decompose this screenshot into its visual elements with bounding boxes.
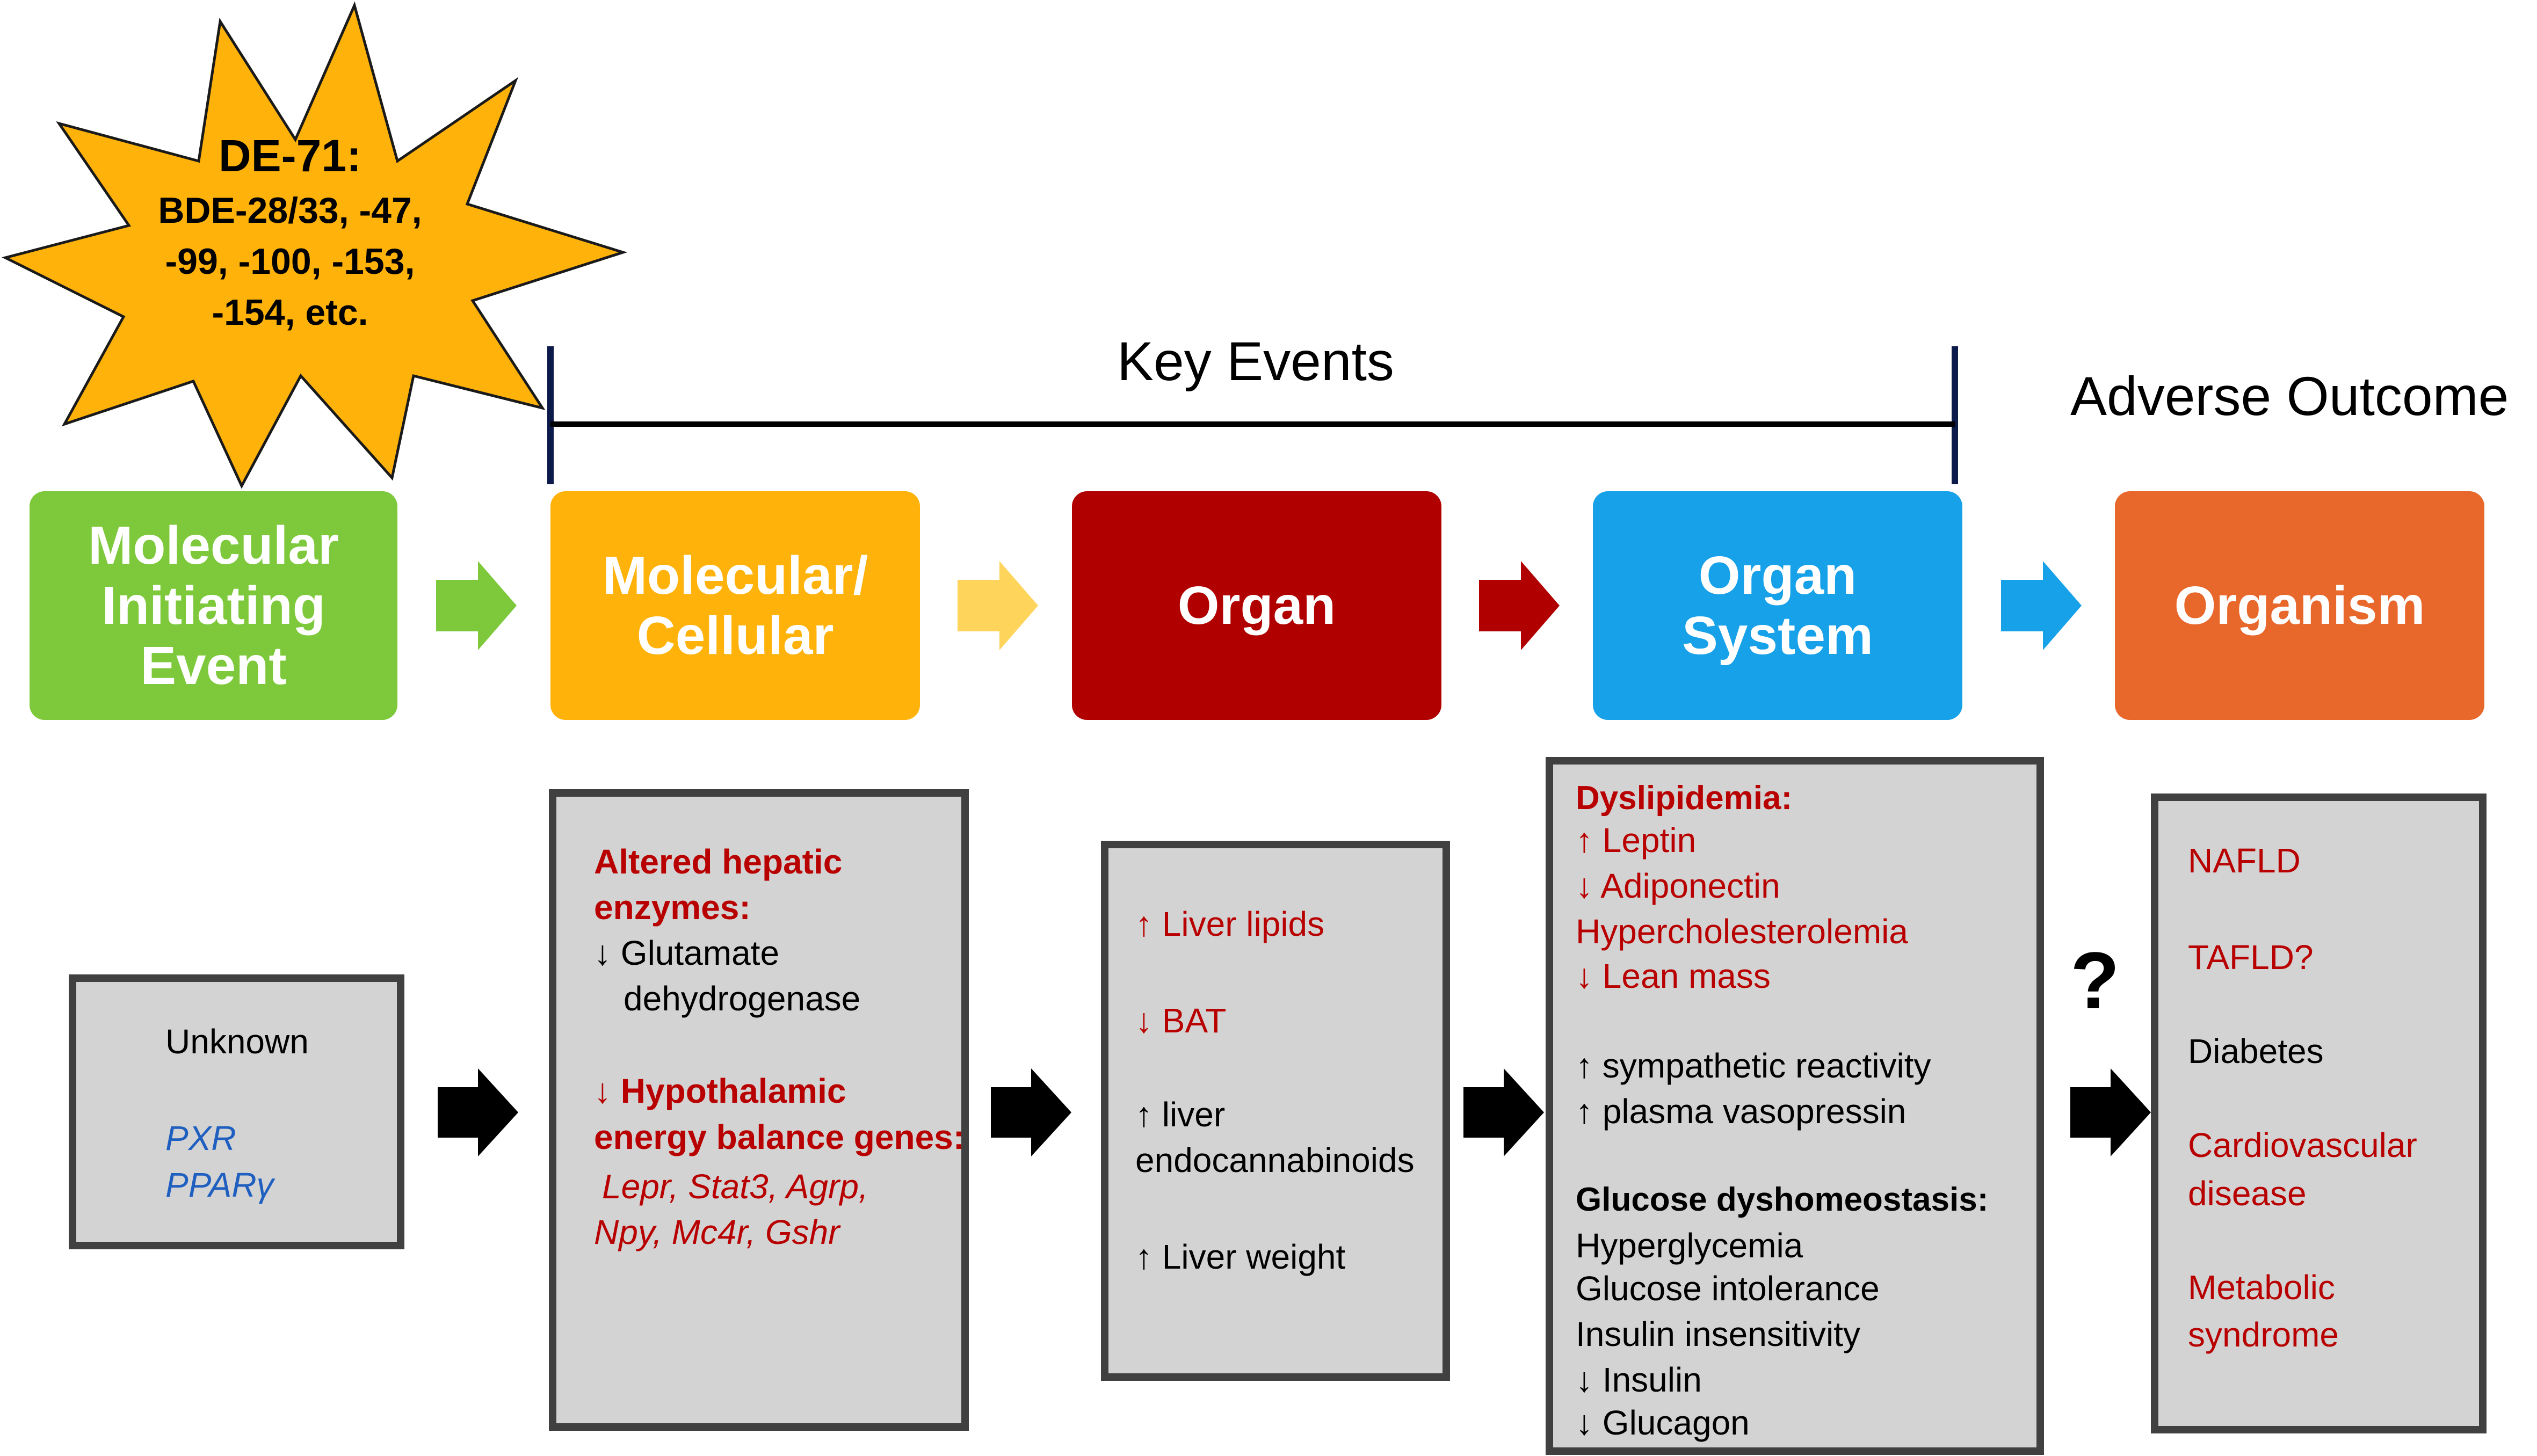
- question-mark: ?: [2070, 935, 2120, 1025]
- box4-heading-1: Dyslipidemia:: [1576, 780, 1793, 817]
- stage-3-line-1: Organ: [1177, 576, 1336, 636]
- box4-insulin: ↓ Insulin: [1576, 1360, 1702, 1399]
- stage-1-line-1: Molecular: [88, 515, 339, 576]
- starburst-title: DE-71:: [218, 130, 362, 181]
- box-molecular-initiating-details: Unknown PXR PPARγ: [69, 974, 404, 1249]
- stage-2-line-2: Cellular: [636, 606, 834, 666]
- box4-insulin-insensitivity: Insulin insensitivity: [1576, 1315, 1860, 1353]
- box-molecular-cellular-details: Altered hepatic enzymes: ↓ Glutamate deh…: [549, 789, 969, 1431]
- box4-hypercholesterolemia: Hypercholesterolemia: [1576, 912, 1908, 951]
- stage-molecular-cellular: Molecular/ Cellular: [550, 491, 920, 720]
- arrow-green: [436, 561, 517, 650]
- stage-organ: Organ: [1072, 491, 1441, 720]
- box4-leptin: ↑ Leptin: [1576, 821, 1697, 860]
- starburst-line-1: BDE-28/33, -47,: [158, 190, 422, 231]
- box2-heading-1: Altered hepatic: [594, 842, 843, 881]
- arrow-red: [1479, 561, 1560, 650]
- stage-molecular-initiating-event: Molecular Initiating Event: [30, 491, 397, 720]
- box2-heading-2b: energy balance genes:: [594, 1118, 965, 1156]
- box5-nafld: NAFLD: [2188, 841, 2301, 880]
- box5-diabetes: Diabetes: [2188, 1032, 2324, 1071]
- stage-4-line-2: System: [1682, 606, 1873, 666]
- box5-tafld: TAFLD?: [2188, 938, 2314, 977]
- box4-heading-2: Glucose dyshomeostasis:: [1576, 1181, 1989, 1218]
- stage-2-line-1: Molecular/: [602, 545, 868, 606]
- box2-genes-1: Lepr, Stat3, Agrp,: [602, 1167, 868, 1206]
- stage-1-line-3: Event: [140, 636, 287, 696]
- stage-organism: Organism: [2115, 491, 2484, 720]
- stage-1-line-2: Initiating: [102, 576, 325, 636]
- box3-item-1: ↑ Liver lipids: [1135, 905, 1325, 943]
- box4-hyperglycemia: Hyperglycemia: [1576, 1226, 1803, 1265]
- box-organ-system-details: Dyslipidemia: ↑ Leptin ↓ Adiponectin Hyp…: [1546, 757, 2044, 1455]
- key-events-label: Key Events: [1117, 331, 1394, 392]
- starburst-line-2: -99, -100, -153,: [165, 241, 415, 282]
- stage-organ-system: Organ System: [1593, 491, 1962, 720]
- box3-item-2: ↓ BAT: [1135, 1001, 1227, 1040]
- box-organ-details: ↑ Liver lipids ↓ BAT ↑ liver endocannabi…: [1101, 841, 1450, 1381]
- box2-heading-2: ↓ Hypothalamic: [594, 1072, 846, 1110]
- box2-item-1b: dehydrogenase: [624, 979, 861, 1018]
- box3-item-3a: ↑ liver: [1135, 1095, 1226, 1134]
- box5-metabolic-1: Metabolic: [2188, 1268, 2335, 1307]
- box4-lean-mass: ↓ Lean mass: [1576, 957, 1771, 995]
- box4-sympathetic: ↑ sympathetic reactivity: [1576, 1046, 1931, 1085]
- box3-item-4: ↑ Liver weight: [1135, 1237, 1346, 1276]
- box4-adiponectin: ↓ Adiponectin: [1576, 867, 1780, 905]
- box5-metabolic-2: syndrome: [2188, 1315, 2339, 1354]
- arrow-black-4: [2070, 1068, 2151, 1156]
- box2-genes-2: Npy, Mc4r, Gshr: [594, 1213, 840, 1251]
- box4-vasopressin: ↑ plasma vasopressin: [1576, 1092, 1907, 1131]
- starburst-line-3: -154, etc.: [212, 292, 368, 333]
- adverse-outcome-label: Adverse Outcome: [2070, 366, 2509, 427]
- arrow-black-2: [991, 1068, 1071, 1156]
- box1-unknown: Unknown: [165, 1022, 309, 1061]
- stage-5-line-1: Organism: [2174, 576, 2425, 636]
- box1-pxr: PXR: [165, 1119, 236, 1157]
- box4-glucagon: ↓ Glucagon: [1576, 1403, 1750, 1442]
- arrow-black-3: [1463, 1068, 1544, 1156]
- box2-heading-1b: enzymes:: [594, 888, 751, 927]
- arrow-yellow: [958, 561, 1038, 650]
- starburst-shape: [1, 1, 628, 489]
- box-organism-details: NAFLD TAFLD? Diabetes Cardiovascular dis…: [2151, 793, 2487, 1433]
- box4-glucose-intolerance: Glucose intolerance: [1576, 1269, 1880, 1308]
- box3-item-3b: endocannabinoids: [1135, 1141, 1415, 1180]
- box5-cardio-2: disease: [2188, 1174, 2307, 1213]
- starburst-text: DE-71: BDE-28/33, -47, -99, -100, -153, …: [129, 126, 451, 338]
- box5-cardio-1: Cardiovascular: [2188, 1126, 2417, 1164]
- arrow-blue: [2001, 561, 2082, 650]
- arrow-black-1: [438, 1068, 518, 1156]
- box2-item-1a: ↓ Glutamate: [594, 934, 780, 972]
- box1-ppar: PPARγ: [165, 1166, 274, 1204]
- stage-4-line-1: Organ: [1698, 545, 1857, 606]
